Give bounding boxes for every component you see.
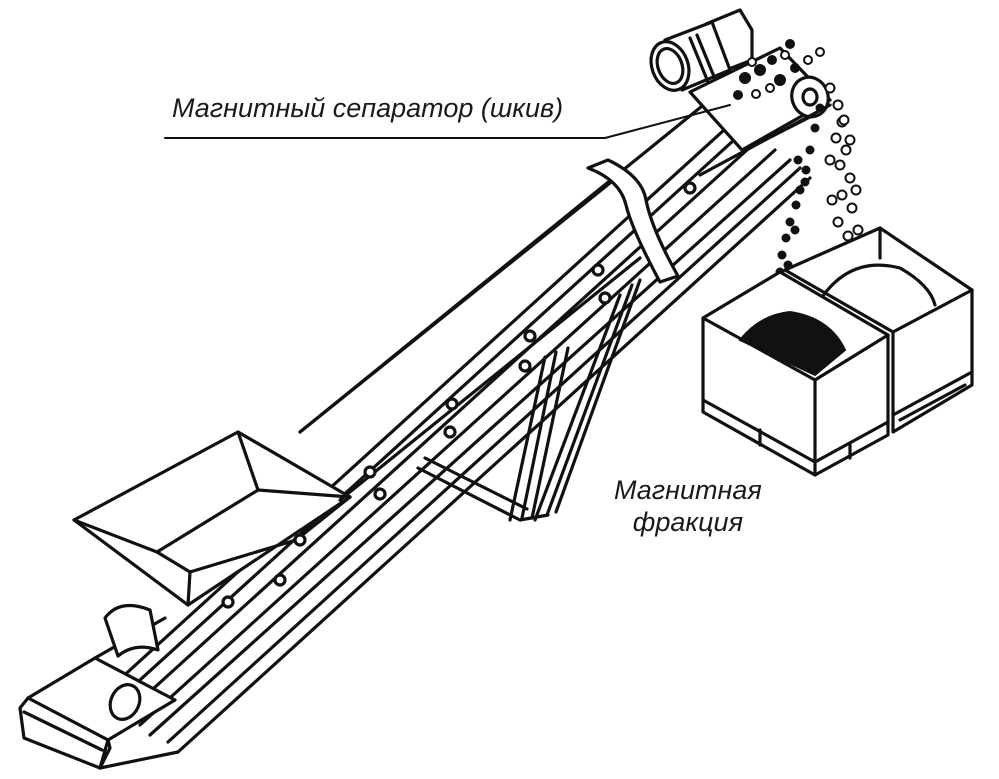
magnetic-particle [810,123,820,133]
nonmagnetic-particle [824,154,836,166]
nonmagnetic-particle [836,189,848,201]
nonmagnetic-particle [832,99,844,111]
magnetic-particle [791,200,801,210]
head-section [688,46,832,177]
magnetic-particle [793,155,803,165]
nonmagnetic-particle [844,134,856,146]
magnetic-particle [815,103,825,113]
non-magnetic-fraction-bin [783,226,974,434]
conveyor-frame [106,96,812,754]
break-symbol [586,158,680,284]
magnetic-particle-stream [771,103,825,305]
magnetic-particle [781,233,791,243]
tail-pulley [108,683,142,721]
nonmagnetic-particle [834,159,846,171]
nonmagnetic-particle [824,82,836,94]
label-magnetic-separator: Магнитный сепаратор (шкив) [172,93,564,123]
magnetic-particle [805,145,815,155]
drive-motor [649,8,754,92]
particles-on-pulley [733,39,825,100]
magnetic-particle [777,250,787,260]
magnetic-fraction-bin [701,270,890,477]
tail-section [18,603,180,770]
nonmagnetic-particle [852,224,864,236]
nonmagnetic-particle [838,114,850,126]
label-magnetic-fraction-line2: фракция [632,507,743,538]
magnetic-particle [801,165,811,175]
nonmagnetic-particle [830,132,842,144]
pulley-axle [801,87,819,107]
magnetic-particle [790,225,800,235]
separator-leader-line [164,104,731,139]
magnetic-particle [785,217,795,227]
nonmagnetic-particle [846,202,858,214]
rail-bolts [221,181,697,609]
feed-hopper [72,430,352,607]
nonmagnetic-particle [844,172,856,184]
label-magnetic-fraction: Магнитная фракция [614,474,762,539]
belt-cover [221,181,697,609]
nonmagnetic-particle [850,184,862,196]
support-truss [416,278,642,522]
label-magnetic-fraction-line1: Магнитная [614,475,762,505]
nonmagnetic-particle [832,216,844,228]
magnetic-particle [800,177,810,187]
nonmagnetic-particle [826,194,838,206]
nonmagnetic-particle [840,144,852,156]
magnetic-particle [795,185,805,195]
